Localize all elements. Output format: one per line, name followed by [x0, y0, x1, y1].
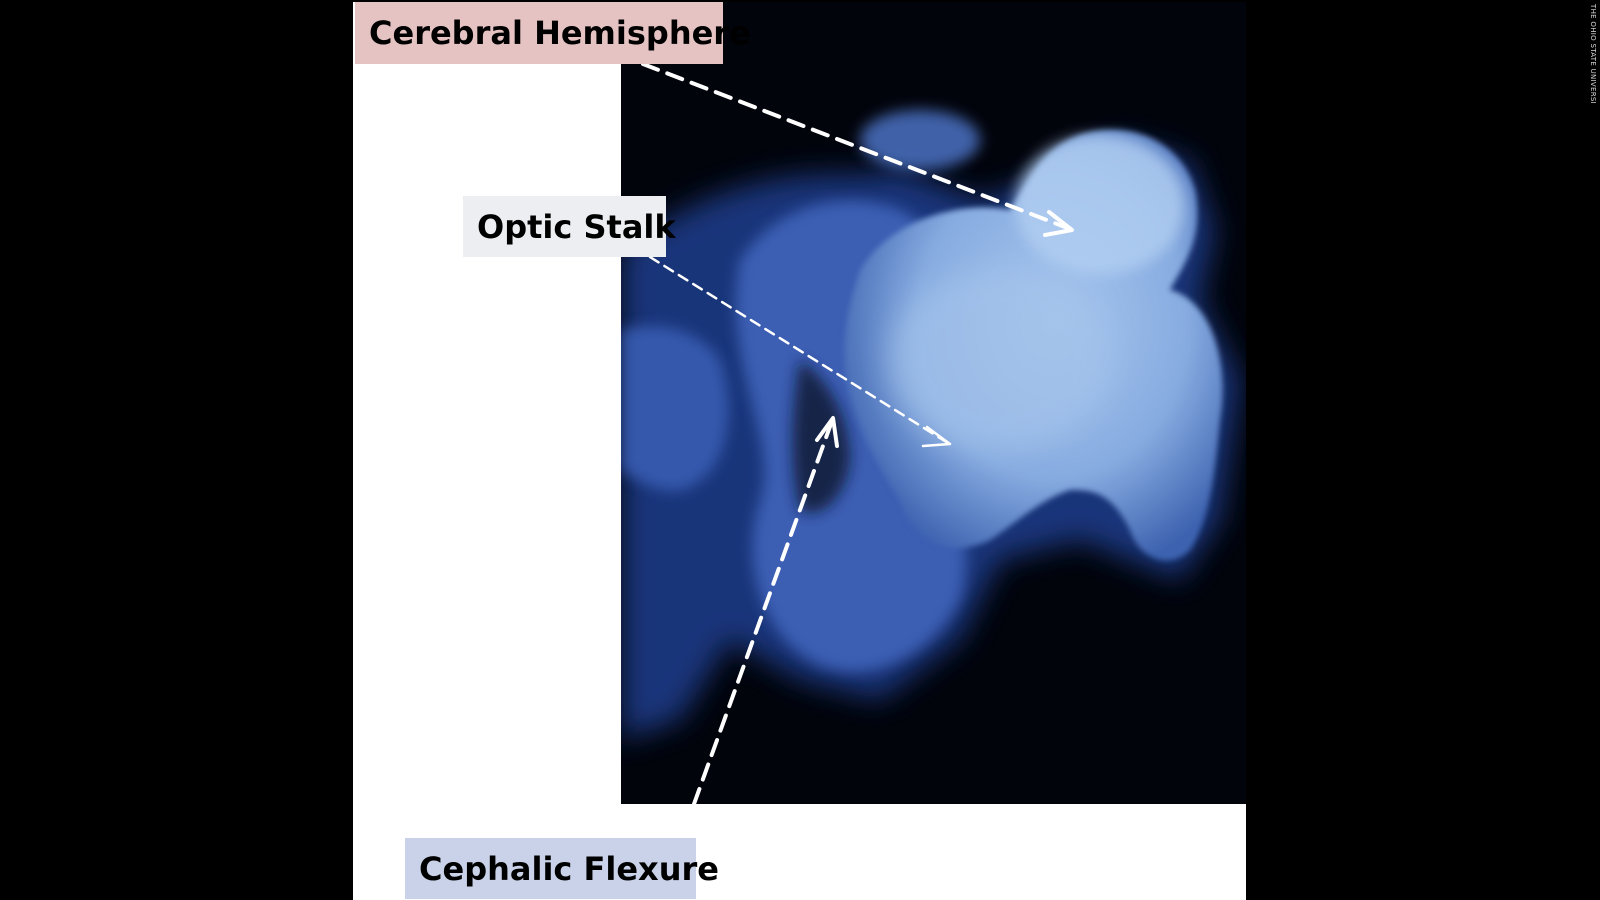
tissue [621, 110, 1240, 740]
label-cephalic-flexure: Cephalic Flexure [405, 838, 719, 899]
tissue-center-highlight [890, 270, 1110, 450]
arrow-optic-stalk-head [921, 425, 952, 448]
arrow-optic-stalk [648, 255, 950, 445]
label-optic-stalk: Optic Stalk [463, 196, 676, 257]
tissue-top-lobe [860, 110, 980, 170]
arrow-cerebral-hemisphere-head [1043, 210, 1074, 237]
label-cerebral-hemisphere: Cerebral Hemisphere [355, 2, 751, 64]
tissue-hemisphere-highlight [1015, 135, 1185, 275]
pointer-arrows [641, 62, 1074, 806]
watermark-text: THE OHIO STATE UNIVERSITY [1589, 4, 1597, 104]
arrow-cephalic-flexure [692, 419, 834, 806]
arrow-cerebral-hemisphere [641, 62, 1072, 231]
arrow-cephalic-flexure-head [815, 416, 839, 448]
tissue-left-lobe [621, 326, 729, 491]
